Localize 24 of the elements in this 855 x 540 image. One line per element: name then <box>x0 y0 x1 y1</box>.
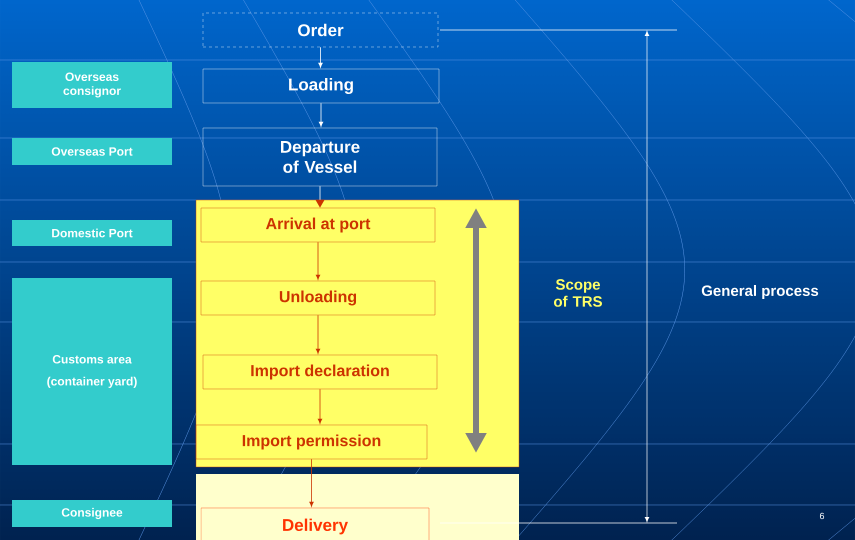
process-box: Delivery <box>200 508 430 540</box>
arrow <box>318 102 324 127</box>
process-box: Loading <box>202 68 440 104</box>
stage-label: Customs area (container yard) <box>12 278 172 465</box>
scope-band <box>196 200 520 468</box>
page-number: 6 <box>820 512 824 520</box>
process-box: Unloading <box>200 280 436 316</box>
stage-label: Consignee <box>12 500 172 527</box>
stage-label: Overseas Port <box>12 138 172 165</box>
process-label: General process <box>702 285 818 299</box>
process-box: Import declaration <box>202 354 438 390</box>
stage-label: Overseas consignor <box>12 62 172 108</box>
scope-label: Scope of TRS <box>554 279 602 307</box>
arrow <box>318 388 322 424</box>
band <box>196 474 519 540</box>
arrow <box>318 46 323 68</box>
process-box: Departure of Vessel <box>202 128 438 186</box>
arrow <box>316 314 320 354</box>
stage-label: Domestic Port <box>12 220 172 246</box>
arrow <box>316 242 320 280</box>
process-box: Import permission <box>196 424 428 460</box>
process-box: Arrival at port <box>200 208 436 242</box>
process-box: Order <box>202 12 438 48</box>
arrow <box>309 458 314 507</box>
